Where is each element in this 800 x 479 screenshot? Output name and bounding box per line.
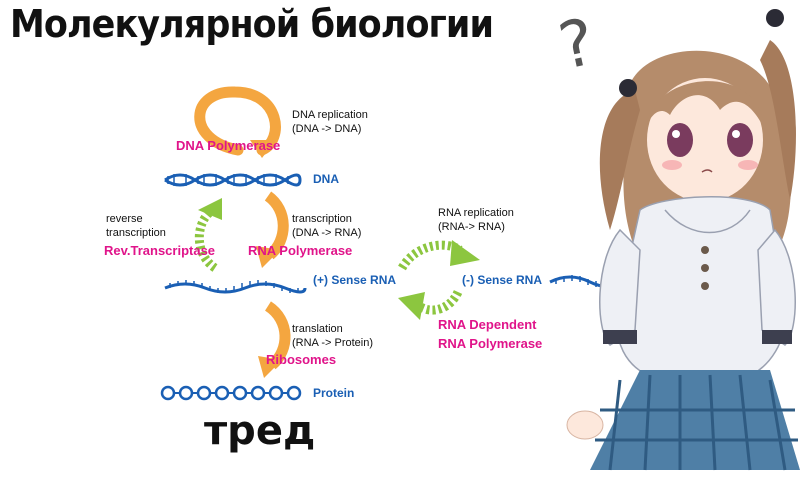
rev-transcriptase-label: Rev.Transcriptase: [104, 243, 216, 258]
rna-polymerase-label: RNA Polymerase: [248, 243, 353, 258]
ribosomes-label: Ribosomes: [266, 352, 337, 367]
rna-dependent-polymerase-label: RNA Polymerase: [438, 336, 543, 351]
reverse-transcription-label: transcription: [106, 227, 166, 239]
dna-polymerase-label: DNA Polymerase: [176, 138, 281, 153]
anime-girl-illustration: [566, 9, 800, 471]
translation-arrow: [258, 301, 291, 378]
plus-sense-rna-strand-icon: [164, 280, 307, 294]
dna-replication-arrowhead: [250, 140, 276, 158]
rna-replication-arrow-top: [398, 240, 480, 271]
rna-dependent-label: RNA Dependent: [438, 317, 537, 332]
transcription-arrow: [256, 191, 289, 268]
rna-replication-arrow-bottom: [398, 289, 463, 320]
rna-replication-formula: (RNA-> RNA): [438, 221, 505, 233]
thread-subtitle: тред: [204, 408, 316, 454]
page-title: Молекулярной биологии: [10, 2, 494, 46]
translation-formula: (RNA -> Protein): [292, 337, 373, 349]
protein-label: Protein: [313, 386, 355, 400]
dna-replication-arrow: [194, 86, 281, 156]
translation-label: translation: [292, 323, 343, 335]
dna-label: DNA: [313, 172, 339, 186]
transcription-label: transcription: [292, 213, 352, 225]
reverse-label: reverse: [106, 213, 143, 225]
reverse-transcription-arrow: [194, 198, 222, 272]
transcription-formula: (DNA -> RNA): [292, 227, 362, 239]
dna-helix-icon: [164, 173, 302, 187]
dna-replication-label: DNA replication: [292, 109, 368, 121]
plus-sense-rna-label: (+) Sense RNA: [313, 273, 397, 287]
rna-replication-label: RNA replication: [438, 207, 514, 219]
protein-chain-icon: [160, 385, 302, 401]
dna-replication-formula: (DNA -> DNA): [292, 123, 362, 135]
minus-sense-rna-label: (-) Sense RNA: [462, 273, 543, 287]
